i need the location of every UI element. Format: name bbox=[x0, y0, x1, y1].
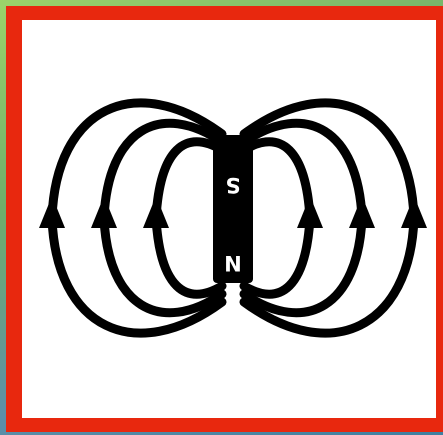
magnet-pole-top-label: S bbox=[225, 173, 240, 197]
magnet-pole-bottom-label: N bbox=[224, 251, 242, 275]
